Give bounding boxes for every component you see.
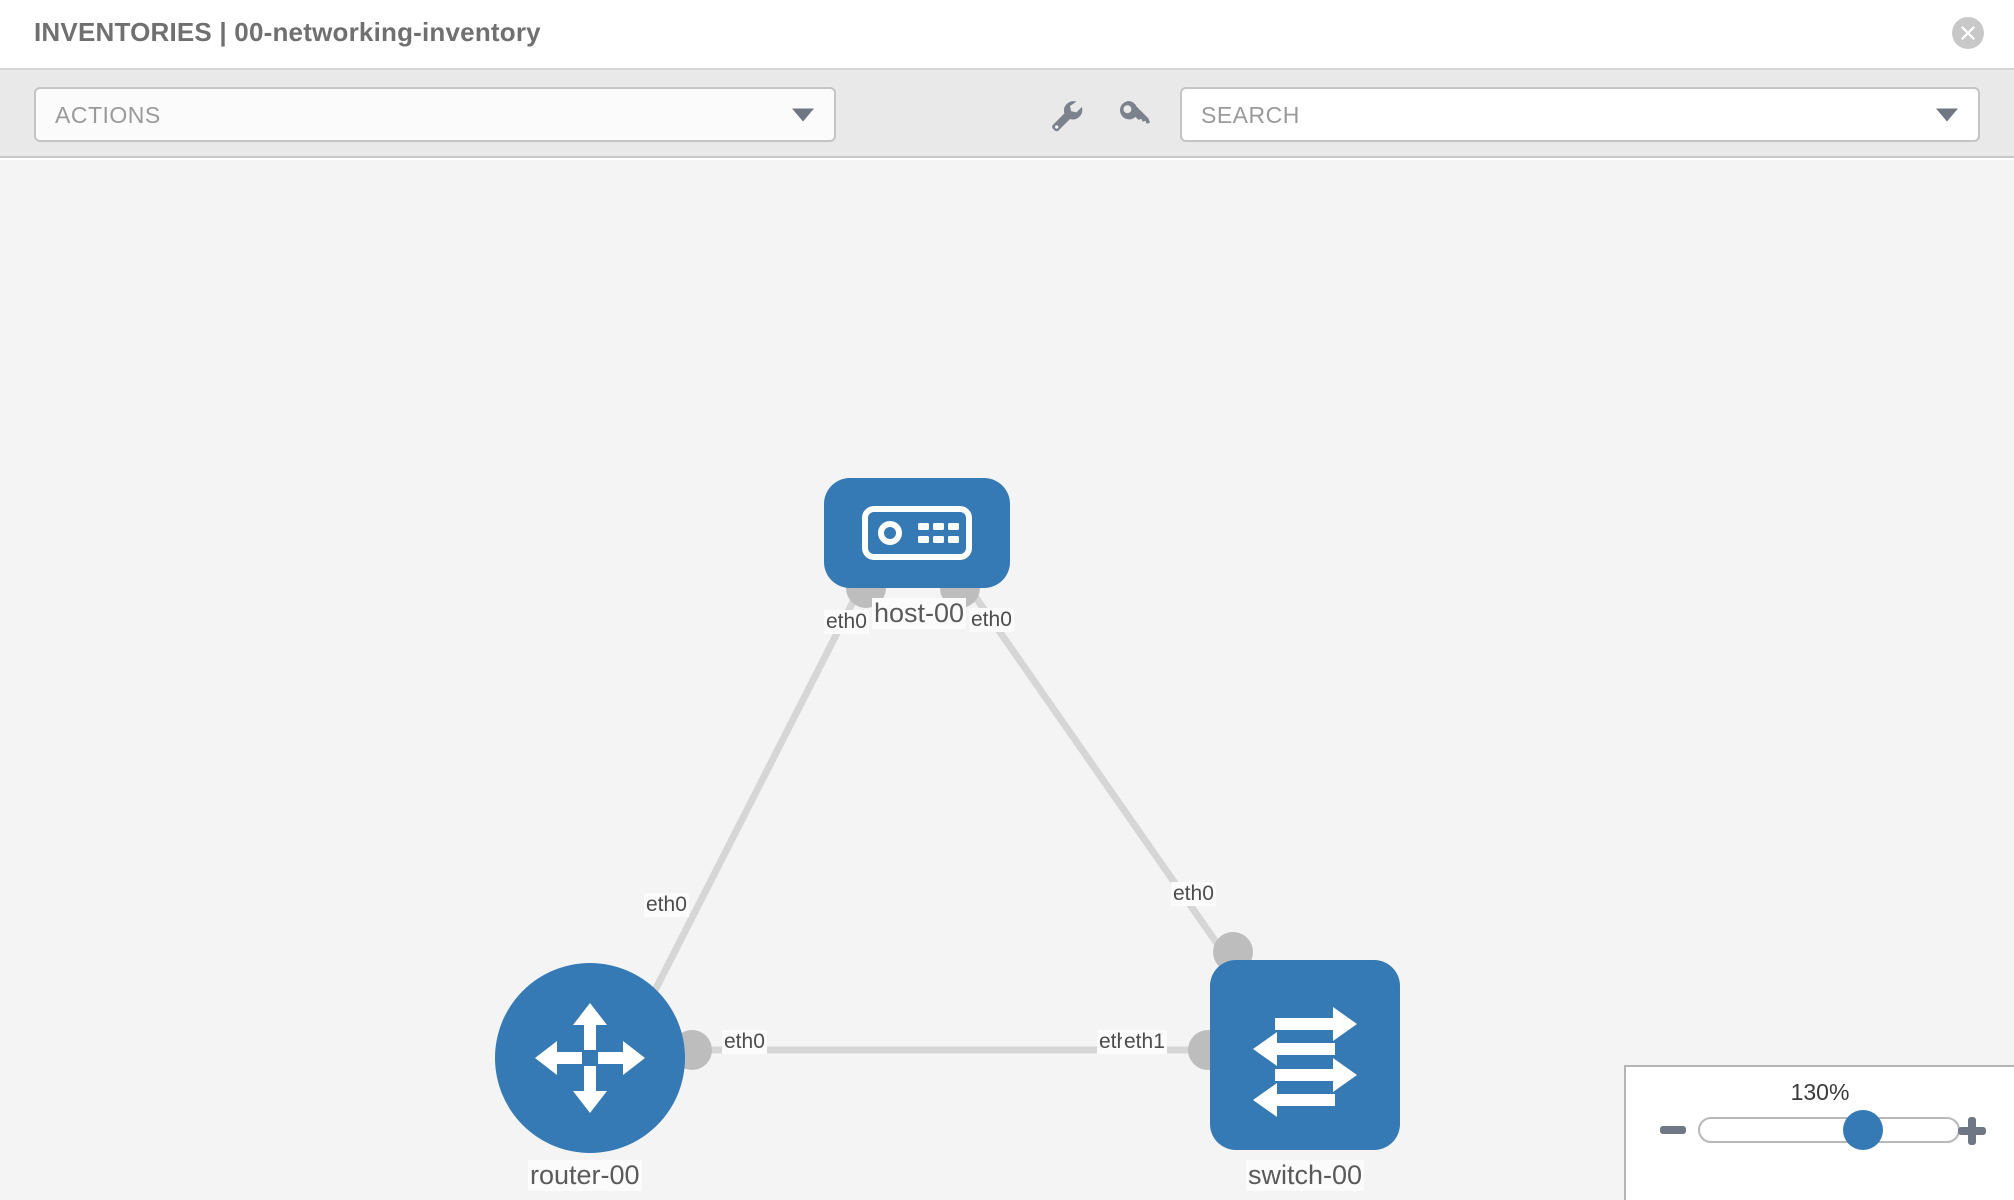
page-header: INVENTORIES | 00-networking-inventory bbox=[0, 0, 2014, 68]
node-router-00-shape bbox=[495, 963, 685, 1153]
node-switch-00-shape bbox=[1210, 960, 1400, 1150]
wrench-icon[interactable] bbox=[1043, 92, 1087, 136]
node-switch-00-label: switch-00 bbox=[1246, 1160, 1365, 1191]
close-icon[interactable] bbox=[1952, 17, 1984, 49]
iface-label-host-left: eth0 bbox=[824, 610, 869, 634]
edge-host-router bbox=[642, 590, 862, 1010]
node-host-00-shape bbox=[824, 478, 1010, 588]
key-icon[interactable] bbox=[1111, 92, 1155, 136]
zoom-slider-thumb[interactable] bbox=[1842, 1110, 1883, 1150]
actions-dropdown[interactable]: ACTIONS bbox=[34, 87, 836, 142]
zoom-slider[interactable] bbox=[1698, 1110, 1960, 1150]
iface-label-switch-left: eth1 bbox=[1122, 1030, 1167, 1054]
edge-host-switch bbox=[969, 589, 1235, 968]
node-host-00-label: host-00 bbox=[872, 598, 967, 629]
topology-canvas[interactable]: host-00 router-00 bbox=[0, 160, 2014, 1200]
router-arrows-icon bbox=[535, 1003, 645, 1113]
chevron-down-icon[interactable] bbox=[1936, 108, 1958, 121]
iface-label-host-right: eth0 bbox=[969, 608, 1014, 632]
page-title: INVENTORIES | 00-networking-inventory bbox=[34, 17, 541, 47]
zoom-level-value: 130% bbox=[1790, 1079, 1850, 1105]
switch-arrows-icon bbox=[1253, 1007, 1357, 1117]
minus-icon[interactable] bbox=[1658, 1115, 1688, 1150]
chevron-down-icon bbox=[792, 108, 814, 121]
actions-dropdown-label: ACTIONS bbox=[55, 102, 161, 128]
plus-icon[interactable] bbox=[1956, 1115, 1988, 1152]
node-host-00[interactable] bbox=[824, 478, 1010, 588]
iface-label-switch-top: eth0 bbox=[1171, 882, 1216, 906]
node-router-00[interactable] bbox=[495, 963, 685, 1153]
node-router-00-label: router-00 bbox=[528, 1160, 642, 1191]
search-input[interactable]: SEARCH bbox=[1180, 87, 1980, 142]
node-switch-00[interactable] bbox=[1210, 960, 1400, 1150]
server-device-icon bbox=[862, 506, 972, 560]
iface-label-router-right: eth0 bbox=[722, 1030, 767, 1054]
search-placeholder: SEARCH bbox=[1201, 102, 1300, 128]
zoom-control-panel: 130% bbox=[1624, 1065, 2014, 1200]
topology-edges bbox=[642, 589, 1235, 1054]
toolbar: ACTIONS SEARCH bbox=[0, 68, 2014, 158]
iface-label-router-top: eth0 bbox=[644, 893, 689, 917]
